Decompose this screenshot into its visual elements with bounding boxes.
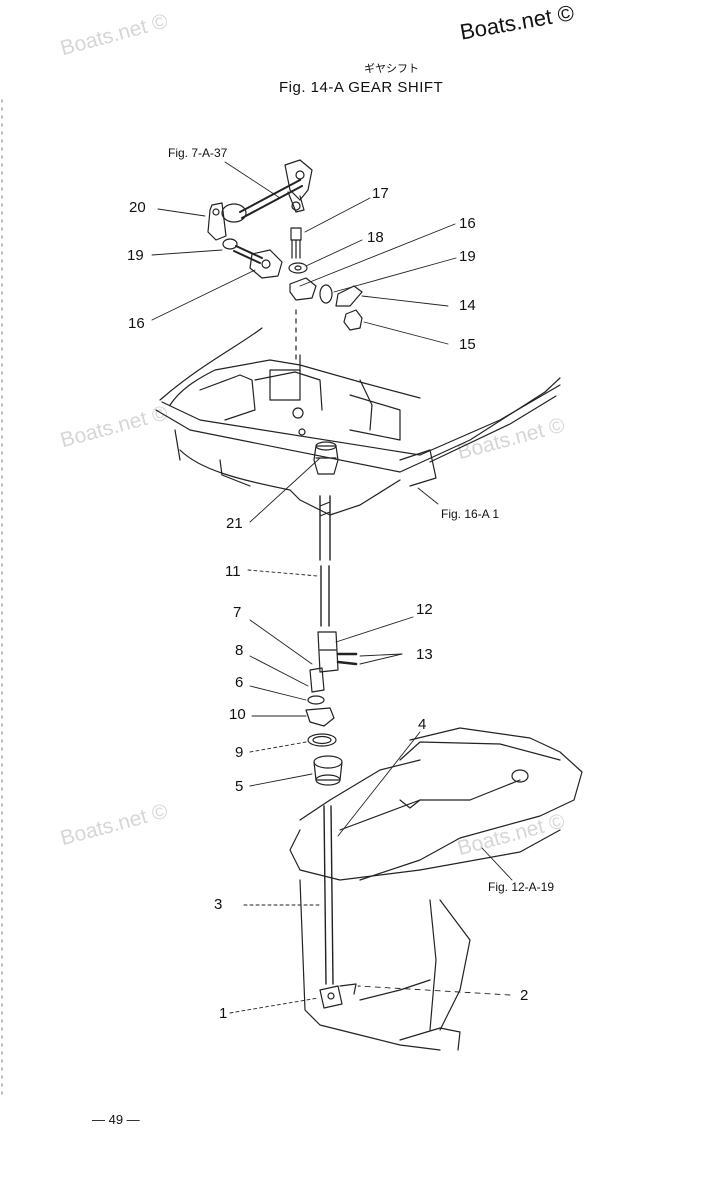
lower-unit-casing: [289, 727, 583, 1051]
shift-linkage-upper: [207, 159, 363, 361]
callout-2: 2: [520, 987, 529, 1004]
callout-13: 13: [416, 646, 433, 663]
title-kana: ギヤシフト: [364, 63, 419, 75]
callout-10: 10: [229, 706, 246, 723]
callout-21: 21: [226, 515, 243, 532]
callout-14: 14: [459, 297, 476, 314]
page-title: Fig. 14-A GEAR SHIFT: [279, 79, 444, 96]
callout-16: 16: [459, 215, 476, 232]
ref-fig-7-a-37: Fig. 7-A-37: [168, 146, 228, 160]
callout-9: 9: [235, 744, 244, 761]
callout-3: 3: [214, 896, 223, 913]
callout-1: 1: [219, 1005, 228, 1022]
callout-18: 18: [367, 229, 384, 246]
callout-12: 12: [416, 601, 433, 618]
callout-11: 11: [225, 563, 241, 580]
page-number: — 49 —: [92, 1112, 140, 1127]
callout-19: 19: [459, 248, 476, 265]
leader-lines: [151, 161, 513, 1014]
shift-rod-assembly: [305, 495, 358, 1009]
callout-16: 16: [128, 315, 145, 332]
callout-5: 5: [235, 778, 244, 795]
callout-4: 4: [418, 716, 427, 733]
callout-7: 7: [233, 604, 242, 621]
ref-fig-12-a-19: Fig. 12-A-19: [488, 880, 555, 894]
callout-6: 6: [235, 674, 244, 691]
bottom-cowling: [155, 327, 561, 516]
callout-20: 20: [129, 199, 146, 216]
callout-15: 15: [459, 336, 476, 353]
ref-fig-16-a-1: Fig. 16-A 1: [441, 507, 500, 521]
callout-17: 17: [372, 185, 389, 202]
callout-8: 8: [235, 642, 244, 659]
callout-19: 19: [127, 247, 144, 264]
